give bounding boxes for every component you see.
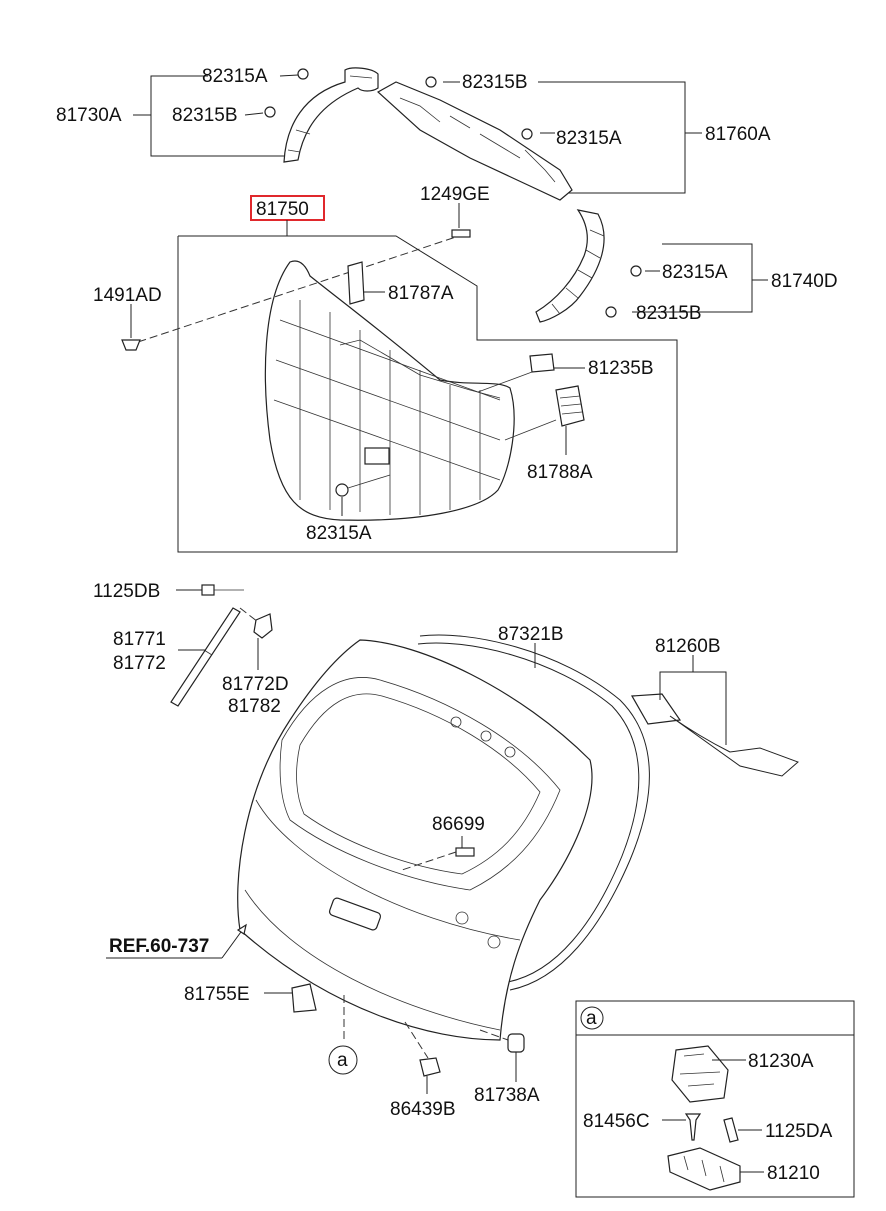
label-1249GE: 1249GE xyxy=(420,184,490,205)
label-81771: 81771 xyxy=(113,629,166,650)
clip-1491AD[interactable] xyxy=(121,339,141,351)
inset-a-group: a 81230A 81456C 1125DA 81210 xyxy=(575,1000,855,1198)
clip-82315A-top[interactable] xyxy=(297,68,309,80)
label-81755E: 81755E xyxy=(184,984,250,1005)
label-81738A: 81738A xyxy=(474,1085,540,1106)
clip-82315B-mid[interactable] xyxy=(425,76,437,88)
trim-81740D-group: 82315A 81740D 82315B xyxy=(535,209,838,324)
pad-81788A[interactable] xyxy=(555,385,585,427)
trim-81730A-group: 82315A 81730A 82315B xyxy=(56,66,379,163)
bumper-81755E[interactable] xyxy=(291,983,317,1013)
label-1491AD: 1491AD xyxy=(93,285,162,306)
label-82315B-left: 82315B xyxy=(172,105,238,126)
stopper-81738A[interactable] xyxy=(507,1033,525,1053)
label-81772D: 81772D xyxy=(222,674,289,695)
lamp-81260B[interactable] xyxy=(631,693,682,725)
frame-81750 xyxy=(177,235,678,553)
screw-81456C[interactable] xyxy=(684,1113,702,1141)
bracket-81787A[interactable] xyxy=(347,261,365,305)
label-81456C: 81456C xyxy=(583,1111,650,1132)
clip-82315B-right[interactable] xyxy=(605,306,617,318)
label-86439B: 86439B xyxy=(390,1099,456,1120)
label-81210: 81210 xyxy=(767,1163,820,1184)
gas-strut-81771[interactable] xyxy=(170,607,241,707)
clip-82315B-left[interactable] xyxy=(264,106,276,118)
label-1125DA: 1125DA xyxy=(765,1121,833,1142)
weatherstrip-87321B[interactable] xyxy=(419,634,650,991)
harness-group: 81260B xyxy=(631,636,799,777)
tailgate-panel[interactable] xyxy=(237,639,593,1041)
cover-81235B[interactable] xyxy=(529,353,555,373)
label-82315A-bottom: 82315A xyxy=(306,523,372,544)
label-82315A-right: 82315A xyxy=(662,262,728,283)
callout-a[interactable] xyxy=(328,1045,358,1075)
bolt-1125DA[interactable] xyxy=(723,1117,739,1143)
label-81730A: 81730A xyxy=(56,105,122,126)
strut-group: 1125DB 81771 81772 81772D 81782 xyxy=(93,581,289,717)
grommet-86439B[interactable] xyxy=(419,1057,441,1077)
tailgate-group: 87321B 86699 REF.60-737 xyxy=(106,624,650,1041)
inset-callout-a xyxy=(580,1006,604,1030)
clip-82315A-mid[interactable] xyxy=(521,128,533,140)
label-callout-a: a xyxy=(337,1050,348,1071)
label-81235B: 81235B xyxy=(588,358,654,379)
label-82315A-mid: 82315A xyxy=(556,128,622,149)
label-81760A: 81760A xyxy=(705,124,771,145)
label-1125DB: 1125DB xyxy=(93,581,160,602)
label-87321B: 87321B xyxy=(498,624,564,645)
label-81787A: 81787A xyxy=(388,283,454,304)
label-81750: 81750 xyxy=(256,199,309,220)
label-81230A: 81230A xyxy=(748,1051,814,1072)
label-81260B: 81260B xyxy=(655,636,721,657)
bolt-1249GE[interactable] xyxy=(451,229,471,238)
clip-82315A-right[interactable] xyxy=(630,265,642,277)
label-81782: 81782 xyxy=(228,696,281,717)
panel-81750-group: 81750 1249GE 1491AD 81787A 81235B 81788A… xyxy=(93,184,678,553)
bolt-86699[interactable] xyxy=(455,847,475,857)
label-81788A: 81788A xyxy=(527,462,593,483)
trim-piece-81760A[interactable] xyxy=(376,81,573,201)
trim-81760A-group: 82315B 82315A 81760A xyxy=(376,72,771,201)
label-inset-a: a xyxy=(586,1008,597,1029)
clip-82315A-bottom[interactable] xyxy=(335,483,349,497)
inset-a-frame xyxy=(575,1000,855,1198)
trim-piece-81730A[interactable] xyxy=(283,67,379,163)
bottom-parts-group: 81755E a 86439B 81738A xyxy=(184,983,540,1120)
trim-piece-81740D[interactable] xyxy=(535,209,605,323)
label-81740D: 81740D xyxy=(771,271,838,292)
label-86699: 86699 xyxy=(432,814,485,835)
label-ref-60-737: REF.60-737 xyxy=(109,936,209,957)
label-82315B-mid: 82315B xyxy=(462,72,528,93)
bracket-81772D[interactable] xyxy=(253,613,273,639)
label-81772: 81772 xyxy=(113,653,166,674)
bolt-1125DB[interactable] xyxy=(201,584,215,596)
label-82315A-top: 82315A xyxy=(202,66,268,87)
label-82315B-right: 82315B xyxy=(636,303,702,324)
